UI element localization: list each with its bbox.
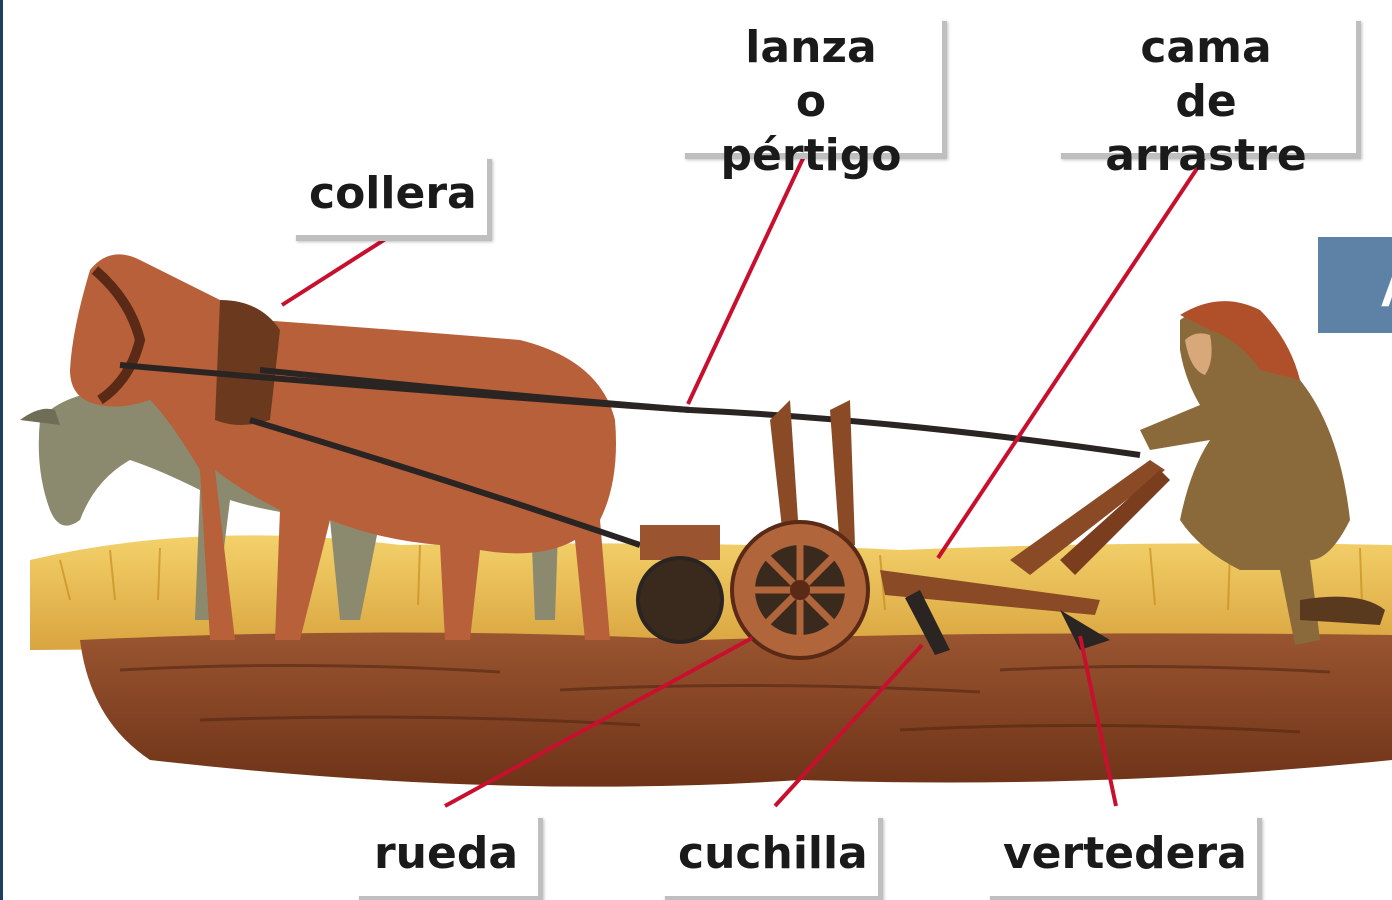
leader-line-collera — [280, 236, 389, 307]
label-collera: collera — [291, 153, 487, 235]
leader-lines — [280, 150, 1210, 808]
leader-line-lanza — [686, 151, 808, 405]
slide-edge-tab-text: A — [1380, 259, 1392, 319]
plough — [640, 400, 1170, 655]
leader-line-rueda — [444, 636, 753, 808]
ploughman — [1140, 301, 1385, 645]
label-cuchilla-text: cuchilla — [678, 828, 868, 879]
slide-edge-tab: A — [1318, 237, 1392, 333]
leader-line-cama — [936, 150, 1210, 560]
label-cama-line1: cama — [1140, 22, 1272, 73]
leader-line-cuchilla — [773, 643, 924, 808]
label-cama-line2: de arrastre — [1105, 76, 1307, 181]
label-vertedera: vertedera — [985, 812, 1257, 896]
label-vertedera-text: vertedera — [1003, 828, 1247, 879]
label-lanza-line2: o pértigo — [720, 76, 902, 181]
label-rueda-text: rueda — [373, 828, 519, 879]
label-cuchilla: cuchilla — [660, 812, 878, 896]
plowed-soil — [80, 632, 1392, 787]
harness-traces — [119, 362, 1141, 548]
leader-line-vertedera — [1078, 635, 1118, 807]
back-wheel — [636, 556, 724, 644]
label-lanza-line1: lanza — [745, 22, 877, 73]
label-rueda: rueda — [354, 812, 538, 896]
label-lanza: lanza o pértigo — [680, 15, 942, 181]
label-collera-text: collera — [309, 168, 477, 219]
plough-wheel — [730, 520, 870, 660]
left-frame-border — [0, 0, 3, 900]
label-cama: cama de arrastre — [1056, 15, 1356, 181]
